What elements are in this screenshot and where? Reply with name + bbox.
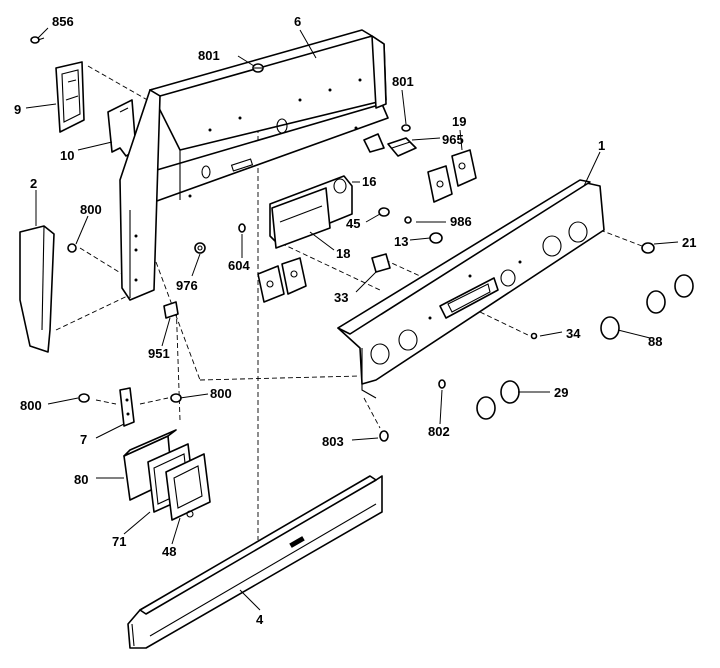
callout-33: 33	[334, 290, 348, 305]
part-45-screw	[378, 207, 390, 217]
part-1-control-panel	[337, 179, 605, 399]
callout-965: 965	[442, 132, 464, 147]
part-21-screw	[641, 242, 655, 254]
callout-802: 802	[428, 424, 450, 439]
part-19-switch-block	[427, 149, 477, 203]
callout-856: 856	[52, 14, 74, 29]
part-604-screw	[238, 223, 246, 233]
callout-80: 80	[74, 472, 88, 487]
callout-801-top: 801	[198, 48, 220, 63]
callout-19: 19	[452, 114, 466, 129]
callout-13: 13	[394, 234, 408, 249]
leader-lines	[25, 27, 679, 611]
part-803-screw	[379, 430, 389, 442]
part-9-bracket	[55, 61, 85, 133]
part-88-knobs	[600, 274, 694, 340]
part-13-knob-insert	[429, 232, 443, 244]
part-800-screw-lower-right	[170, 393, 182, 403]
part-801-screw-right	[401, 124, 411, 132]
callout-976: 976	[176, 278, 198, 293]
callout-986: 986	[450, 214, 472, 229]
callout-1: 1	[598, 138, 605, 153]
callout-21: 21	[682, 235, 696, 250]
part-856-screw	[30, 36, 45, 44]
part-34-screw	[530, 332, 538, 340]
switch-block-lower	[257, 257, 307, 303]
part-7-bracket	[119, 387, 135, 427]
part-2-side-panel	[19, 225, 55, 353]
part-48-window-bezel	[165, 453, 211, 521]
part-33-bracket	[371, 253, 391, 273]
part-10-shield	[107, 99, 137, 157]
callout-labels: 856 6 801 801 9 965 19 10 1 2 16 800 45 …	[14, 14, 696, 627]
callout-6: 6	[294, 14, 301, 29]
part-18-circuit-board	[271, 187, 331, 249]
callout-34: 34	[566, 326, 581, 341]
part-976-grommet	[194, 242, 206, 254]
part-800-screw-lower-left	[78, 393, 90, 403]
callout-4: 4	[256, 612, 264, 627]
callout-9: 9	[14, 102, 21, 117]
callout-800-lower-left: 800	[20, 398, 42, 413]
part-29-knobs	[476, 380, 520, 420]
part-951-clip	[163, 301, 179, 319]
callout-7: 7	[80, 432, 87, 447]
part-802-screw	[438, 379, 446, 389]
callout-803: 803	[322, 434, 344, 449]
callout-800-lower-right: 800	[210, 386, 232, 401]
callout-88: 88	[648, 334, 662, 349]
callout-48: 48	[162, 544, 176, 559]
callout-29: 29	[554, 385, 568, 400]
callout-18: 18	[336, 246, 350, 261]
part-800-screw-left	[67, 243, 77, 253]
part-6-backguard-housing	[119, 29, 389, 301]
part-986-screw	[404, 216, 412, 224]
part-801-screw-top	[252, 63, 264, 73]
callout-2: 2	[30, 176, 37, 191]
callout-45: 45	[346, 216, 360, 231]
callout-71: 71	[112, 534, 126, 549]
callout-10: 10	[60, 148, 74, 163]
callout-16: 16	[362, 174, 376, 189]
callout-801-right: 801	[392, 74, 414, 89]
callout-800-left: 800	[80, 202, 102, 217]
callout-951: 951	[148, 346, 170, 361]
part-965-clip	[363, 133, 417, 157]
callout-604: 604	[228, 258, 250, 273]
part-4-trim-rail	[127, 475, 383, 649]
